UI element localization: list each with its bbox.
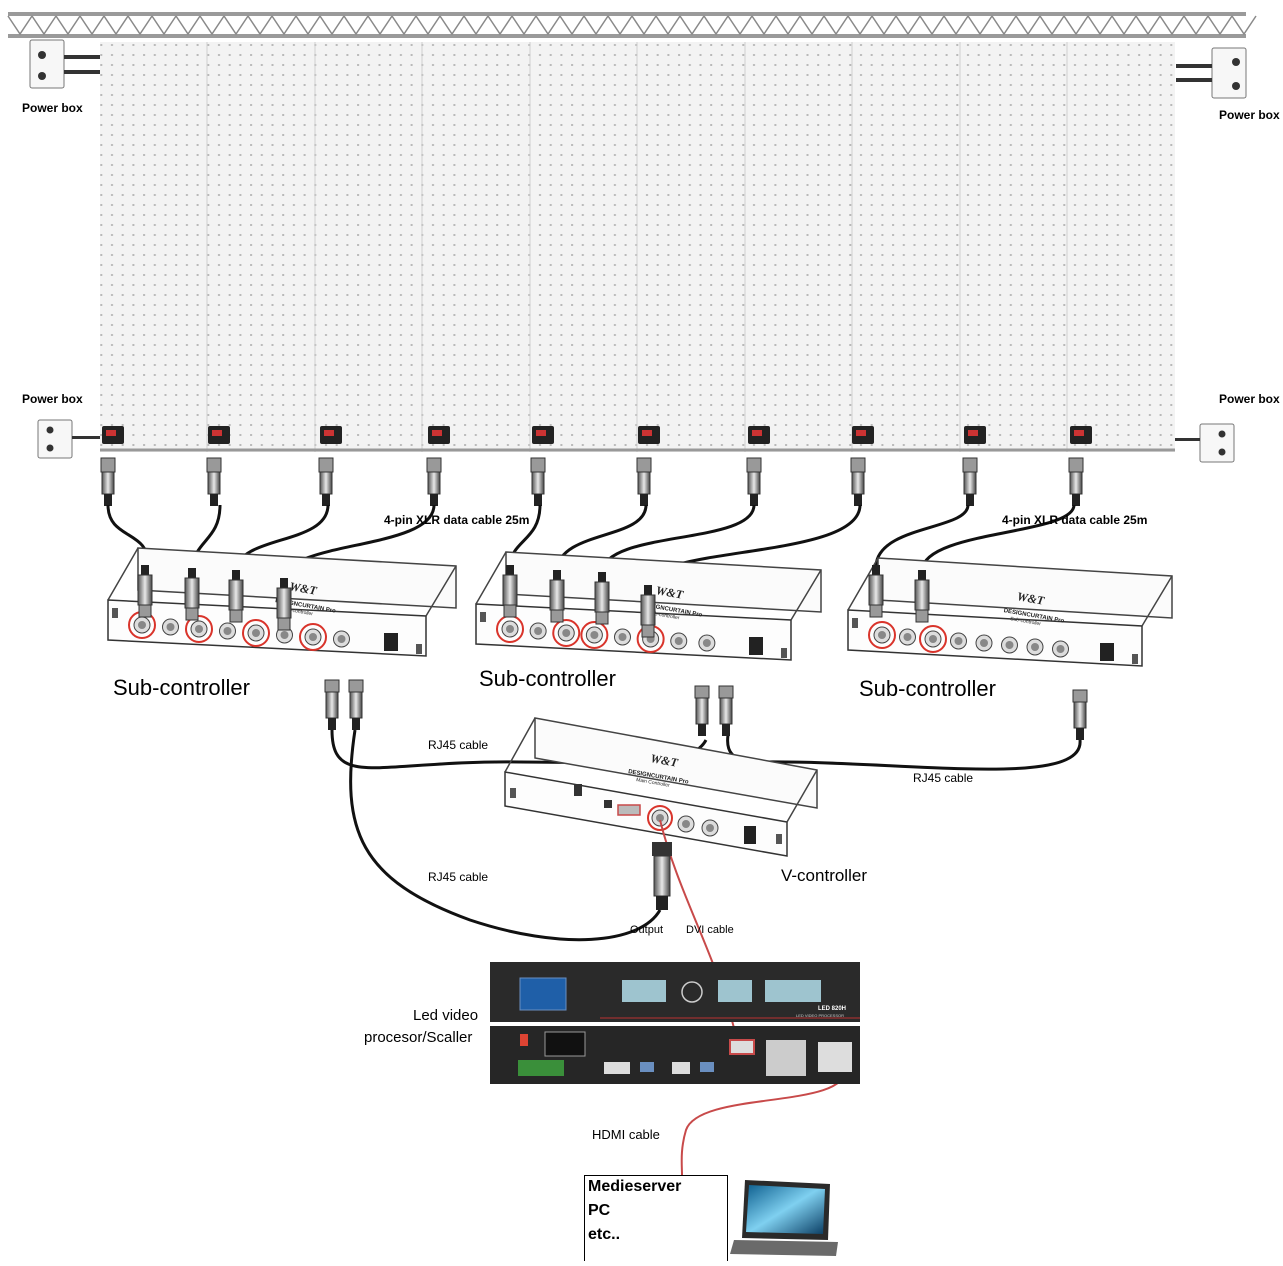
power-box-label-bottom-left: Power box — [22, 392, 83, 406]
curtain-module — [852, 426, 874, 444]
xlr-connector — [636, 457, 652, 506]
plugged-connector — [549, 570, 565, 623]
dvi-output-connector — [652, 842, 672, 910]
plugged-xlr-connectors — [137, 565, 930, 638]
sub-controller-label-1: Sub-controller — [113, 675, 250, 700]
server-line-2: PC — [588, 1202, 611, 1219]
output-label: Output — [630, 924, 664, 936]
dvi-cable-label: DVI cable — [686, 924, 734, 936]
svg-text:W&T: W&T — [288, 579, 318, 598]
svg-text:Sub-controller: Sub-controller — [648, 610, 680, 621]
plugged-connector — [228, 570, 244, 623]
plugged-connector — [502, 565, 518, 618]
led-curtain — [100, 42, 1175, 452]
v-controller-label: V-controller — [781, 866, 867, 885]
curtain-module — [102, 426, 124, 444]
curtain-xlr-connectors — [100, 457, 1084, 506]
rj45-connector — [694, 685, 710, 736]
curtain-module — [638, 426, 660, 444]
xlr-connector — [1068, 457, 1084, 506]
curtain-module — [748, 426, 770, 444]
server-line-1: Medieserver — [588, 1178, 682, 1195]
curtain-module — [208, 426, 230, 444]
xlr-cable-label-left: 4-pin XLR data cable 25m — [384, 513, 530, 527]
curtain-module — [320, 426, 342, 444]
xlr-connector — [318, 457, 334, 506]
rj45-cable-label-3: RJ45 cable — [428, 870, 489, 884]
xlr-connector — [530, 457, 546, 506]
sub-controller-label-2: Sub-controller — [479, 666, 616, 691]
svg-text:W&T: W&T — [649, 751, 679, 770]
xlr-connector — [746, 457, 762, 506]
plugged-connector — [868, 565, 884, 618]
power-box-top-left — [29, 39, 100, 89]
curtain-module — [428, 426, 450, 444]
plugged-connector — [137, 565, 153, 618]
rj45-cable-label-2: RJ45 cable — [913, 771, 974, 785]
svg-text:Main Controller: Main Controller — [636, 777, 671, 789]
svg-text:LED 820H: LED 820H — [818, 1006, 846, 1012]
svg-text:W&T: W&T — [1016, 589, 1046, 608]
plugged-connector — [640, 585, 656, 638]
svg-text:W&T: W&T — [655, 583, 685, 602]
plugged-connector — [184, 568, 200, 621]
curtain-module — [964, 426, 986, 444]
curtain-module — [532, 426, 554, 444]
xlr-connector — [850, 457, 866, 506]
rj45-connector — [324, 679, 340, 730]
power-box-label-top-left: Power box — [22, 101, 83, 115]
plugged-connector — [276, 578, 292, 631]
rj45-cable-label-1: RJ45 cable — [428, 738, 489, 752]
curtain-modules — [102, 426, 1092, 444]
server-line-3: etc.. — [588, 1226, 621, 1243]
rj45-connector — [718, 685, 734, 736]
xlr-connector — [426, 457, 442, 506]
curtain-module — [1070, 426, 1092, 444]
processor-label-line2: procesor/Scaller — [364, 1029, 473, 1046]
power-box-label-top-right: Power box — [1219, 108, 1280, 122]
svg-text:Sub-controller: Sub-controller — [282, 606, 314, 617]
hdmi-cable-label: HDMI cable — [592, 1127, 660, 1142]
xlr-connector — [962, 457, 978, 506]
power-box-bottom-right — [1175, 423, 1235, 463]
processor-label-line1: Led video — [413, 1007, 479, 1024]
rj45-connector — [1072, 689, 1088, 740]
plugged-connector — [914, 570, 930, 623]
plugged-connector — [594, 572, 610, 625]
rj45-connector — [348, 679, 364, 730]
media-server-box: Medieserver PC etc.. — [584, 1175, 728, 1261]
power-box-label-bottom-right: Power box — [1219, 392, 1280, 406]
xlr-connector — [206, 457, 222, 506]
truss — [7, 12, 1257, 38]
sub-controller-label-3: Sub-controller — [859, 676, 996, 701]
xlr-connector — [100, 457, 116, 506]
rj45-connectors — [324, 679, 1088, 740]
power-box-bottom-left — [37, 419, 100, 459]
svg-text:Sub-controller: Sub-controller — [1010, 616, 1042, 627]
laptop-icon — [730, 1180, 838, 1256]
xlr-cable-label-right: 4-pin XLR data cable 25m — [1002, 513, 1148, 527]
power-box-top-right — [1176, 47, 1247, 99]
svg-text:LED VIDEO PROCESSOR: LED VIDEO PROCESSOR — [796, 1013, 844, 1018]
